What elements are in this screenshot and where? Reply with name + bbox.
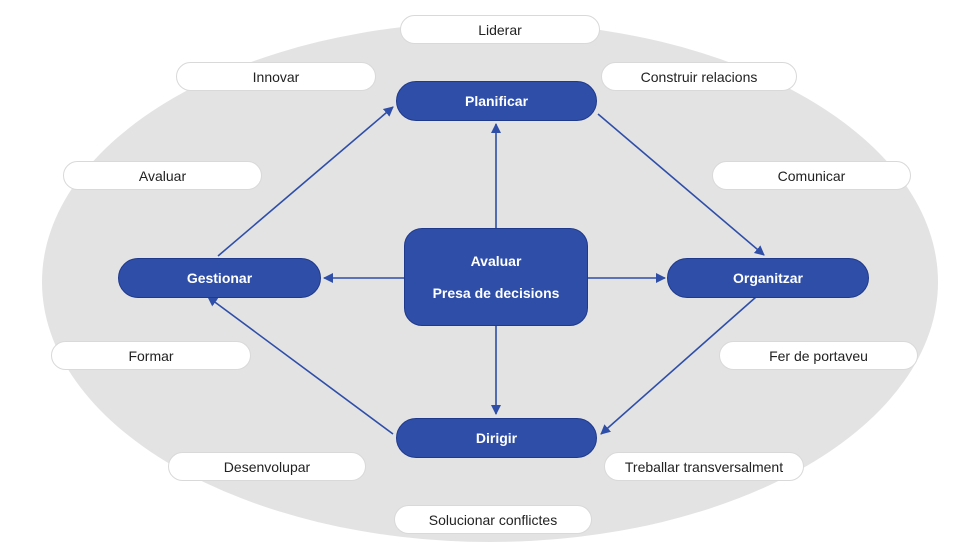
skill-avaluar: Avaluar — [63, 161, 262, 190]
arrow-planificar-to-organitzar — [597, 113, 765, 256]
skill-formar: Formar — [51, 341, 251, 370]
skill-solucionar-conflictes: Solucionar conflictes — [394, 505, 592, 534]
node-center: Avaluar Presa de decisions — [404, 228, 588, 326]
skill-desenvolupar: Desenvolupar — [168, 452, 366, 481]
center-line-avaluar: Avaluar — [470, 253, 522, 269]
arrow-dirigir-to-gestionar — [207, 296, 394, 435]
skill-liderar: Liderar — [400, 15, 600, 44]
node-organitzar: Organitzar — [667, 258, 869, 298]
skill-comunicar: Comunicar — [712, 161, 911, 190]
node-planificar: Planificar — [396, 81, 597, 121]
node-dirigir: Dirigir — [396, 418, 597, 458]
center-line-presa-de-decisions: Presa de decisions — [432, 285, 560, 301]
arrow-organitzar-to-dirigir — [600, 296, 757, 435]
skill-treballar-transversalment: Treballar transversalment — [604, 452, 804, 481]
arrow-gestionar-to-planificar — [217, 106, 394, 257]
skill-fer-de-portaveu: Fer de portaveu — [719, 341, 918, 370]
skill-construir-relacions: Construir relacions — [601, 62, 797, 91]
skill-innovar: Innovar — [176, 62, 376, 91]
node-gestionar: Gestionar — [118, 258, 321, 298]
